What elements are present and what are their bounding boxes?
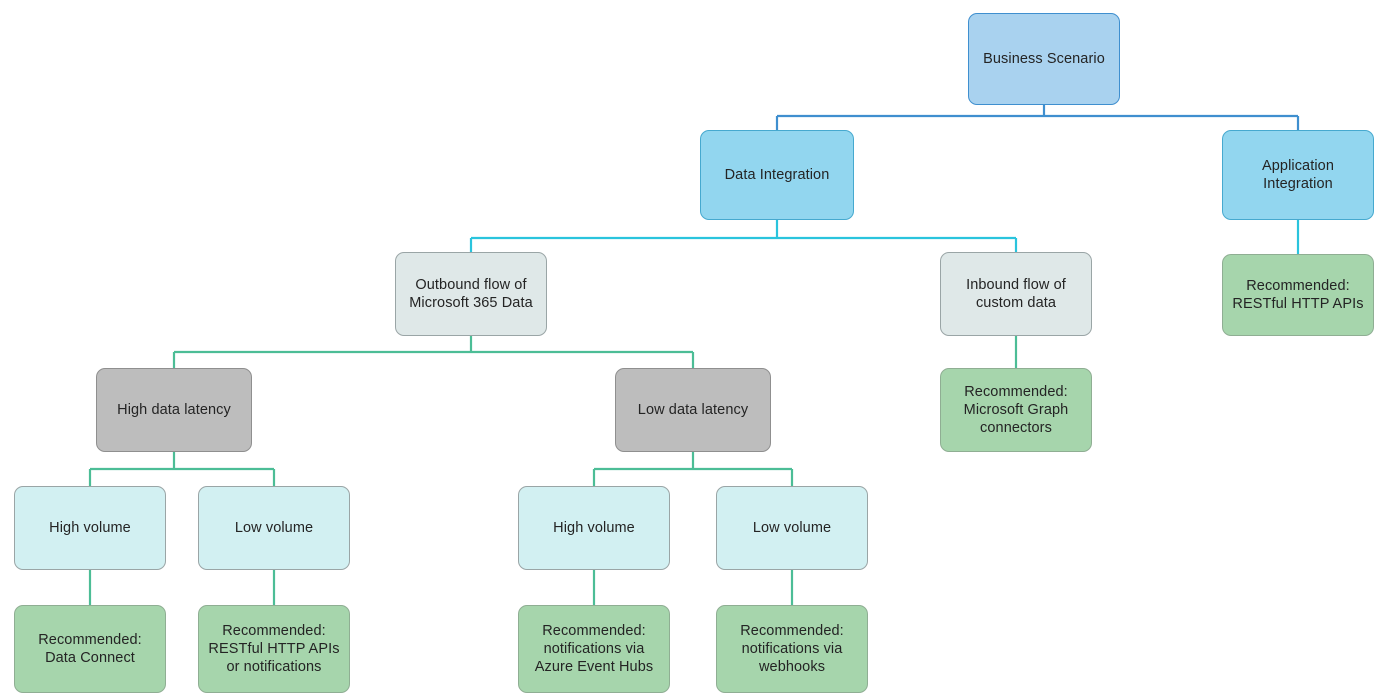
node-label: Low data latency	[637, 402, 749, 418]
edge-data-integration-to-flows	[469, 220, 1018, 252]
node-label: Low volume	[234, 520, 314, 536]
node-low-volume-right[interactable]: Low volume	[716, 486, 868, 570]
node-label: Recommended: RESTful HTTP APIs	[1232, 278, 1364, 312]
node-label: Low volume	[752, 520, 832, 536]
edge-low-latency-to-volumes	[592, 452, 794, 486]
node-rec-azure-event-hubs[interactable]: Recommended: notifications via Azure Eve…	[518, 605, 670, 693]
node-high-data-latency[interactable]: High data latency	[96, 368, 252, 452]
node-inbound-flow[interactable]: Inbound flow of custom data	[940, 252, 1092, 336]
node-label: Recommended: Data Connect	[38, 632, 142, 666]
node-label: Outbound flow of Microsoft 365 Data	[409, 277, 533, 311]
node-label: Recommended: Microsoft Graph connectors	[963, 384, 1069, 436]
node-rec-webhooks[interactable]: Recommended: notifications via webhooks	[716, 605, 868, 693]
node-label: High volume	[49, 520, 131, 536]
edge-high-latency-to-volumes	[88, 452, 276, 486]
node-label: Recommended: notifications via webhooks	[740, 623, 844, 675]
node-high-volume-right[interactable]: High volume	[518, 486, 670, 570]
node-label: High data latency	[117, 402, 231, 418]
node-label: Application Integration	[1261, 158, 1335, 192]
node-application-integration[interactable]: Application Integration	[1222, 130, 1374, 220]
node-label: Business Scenario	[983, 51, 1105, 67]
node-outbound-flow[interactable]: Outbound flow of Microsoft 365 Data	[395, 252, 547, 336]
node-business-scenario[interactable]: Business Scenario	[968, 13, 1120, 105]
edge-outbound-to-latency	[172, 336, 695, 368]
node-low-data-latency[interactable]: Low data latency	[615, 368, 771, 452]
node-rec-data-connect[interactable]: Recommended: Data Connect	[14, 605, 166, 693]
node-label: Data Integration	[724, 167, 830, 183]
node-high-volume-left[interactable]: High volume	[14, 486, 166, 570]
node-label: Inbound flow of custom data	[966, 277, 1066, 311]
edge-scenario-to-integrations	[775, 105, 1300, 130]
node-low-volume-left[interactable]: Low volume	[198, 486, 350, 570]
node-rec-restful-http-apis-app[interactable]: Recommended: RESTful HTTP APIs	[1222, 254, 1374, 336]
node-rec-graph-connectors[interactable]: Recommended: Microsoft Graph connectors	[940, 368, 1092, 452]
node-rec-restful-or-notifications[interactable]: Recommended: RESTful HTTP APIs or notifi…	[198, 605, 350, 693]
node-data-integration[interactable]: Data Integration	[700, 130, 854, 220]
node-label: Recommended: RESTful HTTP APIs or notifi…	[208, 623, 340, 675]
node-label: High volume	[553, 520, 635, 536]
node-label: Recommended: notifications via Azure Eve…	[534, 623, 654, 675]
